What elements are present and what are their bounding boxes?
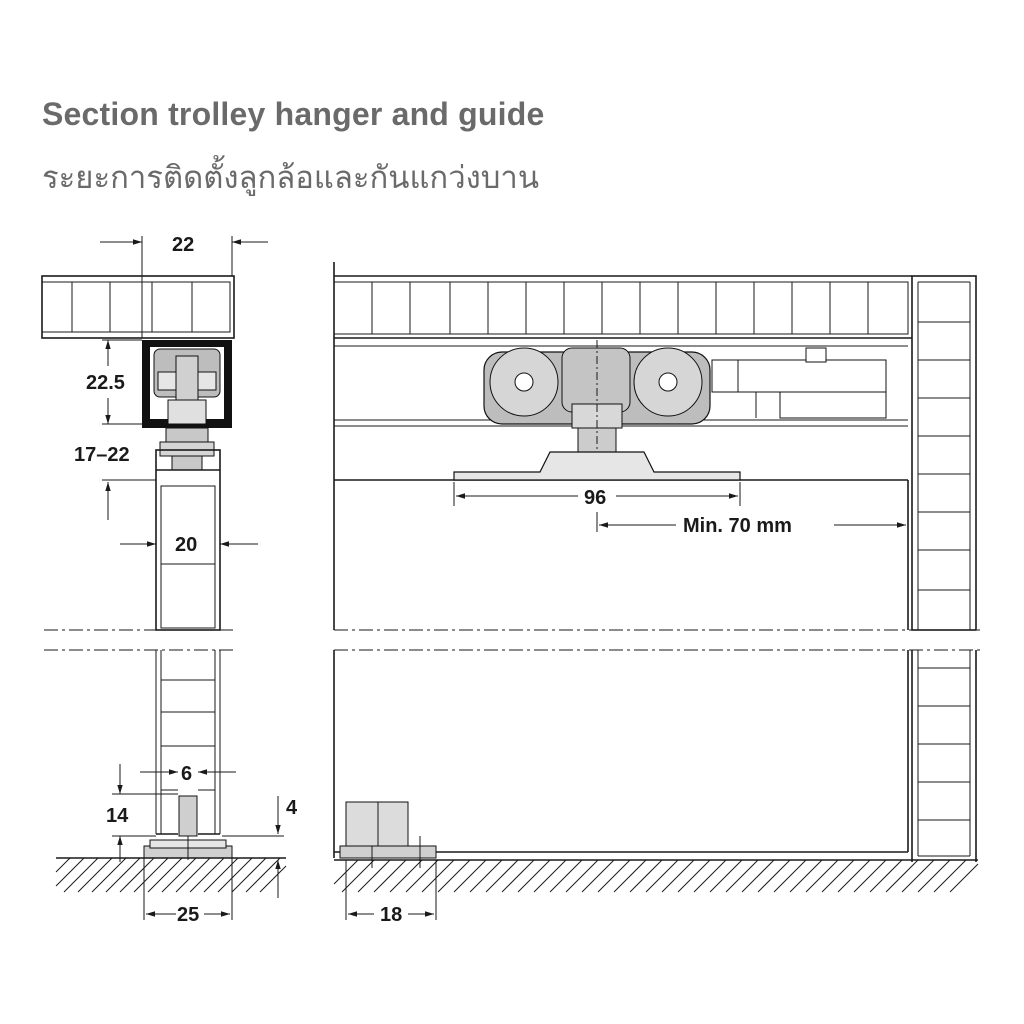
dim-label-20: 20 — [175, 534, 197, 556]
mounting-plate — [453, 451, 741, 481]
dimension-14: 14 — [106, 764, 178, 862]
dim-label-96: 96 — [584, 487, 606, 509]
dimension-min-70: Min. 70 mm — [596, 512, 906, 537]
floor-hatch-section — [55, 857, 287, 893]
dim-label-17-22: 17–22 — [74, 444, 130, 466]
dimension-4: 4 — [222, 796, 298, 898]
dim-label-25: 25 — [177, 904, 199, 926]
dim-label-22: 22 — [172, 234, 194, 256]
wall-column — [911, 275, 977, 862]
door-panel-front — [334, 479, 909, 853]
diagram-subtitle: ระยะการติดตั้งลูกล้อและกันแกว่งบาน — [42, 160, 540, 196]
dim-label-22-5: 22.5 — [86, 372, 125, 394]
hanger-bolt — [159, 427, 215, 471]
floor-guide-section — [143, 795, 233, 860]
dim-label-4: 4 — [286, 797, 298, 819]
diagram-title: Section trolley hanger and guide — [42, 96, 545, 132]
dimension-20: 20 — [120, 534, 258, 556]
dimension-6: 6 — [140, 763, 236, 785]
dimension-22: 22 — [100, 234, 268, 338]
track-stopper — [711, 347, 887, 419]
floor-hatch-front — [333, 859, 979, 893]
dim-label-14: 14 — [106, 805, 129, 827]
beam-section — [41, 275, 235, 339]
track-profile — [142, 340, 232, 428]
dim-label-6: 6 — [181, 763, 192, 785]
trolley-hanger — [483, 340, 711, 470]
dimension-22-5: 22.5 — [86, 339, 142, 425]
dimension-25: 25 — [143, 858, 233, 926]
front-view — [333, 262, 980, 893]
dimension-18: 18 — [345, 860, 437, 926]
beam-front — [333, 275, 912, 339]
dim-label-min-70: Min. 70 mm — [683, 515, 792, 537]
floor-guide-front — [339, 801, 437, 868]
dimension-96: 96 — [453, 482, 741, 509]
section-view — [41, 275, 287, 893]
dimension-17-22: 17–22 — [74, 444, 156, 520]
dim-label-18: 18 — [380, 904, 402, 926]
